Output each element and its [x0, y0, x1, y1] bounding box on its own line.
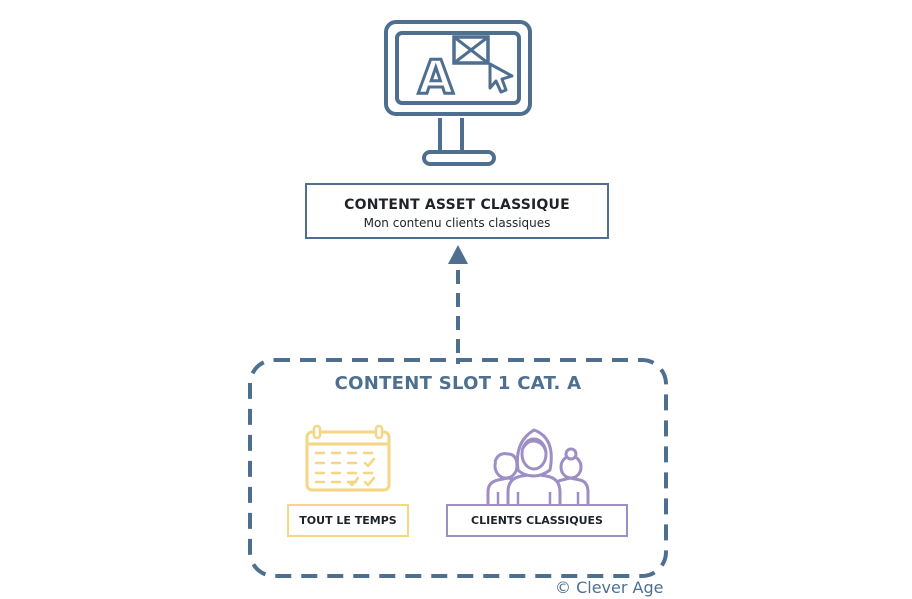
calendar-icon — [305, 424, 391, 492]
monitor-icon: A — [384, 20, 532, 166]
label-clients-classiques: CLIENTS CLASSIQUES — [446, 504, 628, 537]
content-asset-title: CONTENT ASSET CLASSIQUE — [344, 197, 570, 213]
content-asset-box: CONTENT ASSET CLASSIQUE Mon contenu clie… — [305, 183, 609, 239]
content-slot-frame — [248, 358, 668, 578]
content-slot-title: CONTENT SLOT 1 CAT. A — [334, 373, 582, 394]
arrow-up-icon — [448, 245, 468, 364]
copyright-text: © Clever Age — [555, 578, 664, 597]
label-tout-le-temps: TOUT LE TEMPS — [287, 504, 409, 537]
content-asset-subtitle: Mon contenu clients classiques — [363, 216, 551, 230]
people-icon — [486, 428, 590, 506]
monitor-letter: A — [418, 50, 454, 104]
